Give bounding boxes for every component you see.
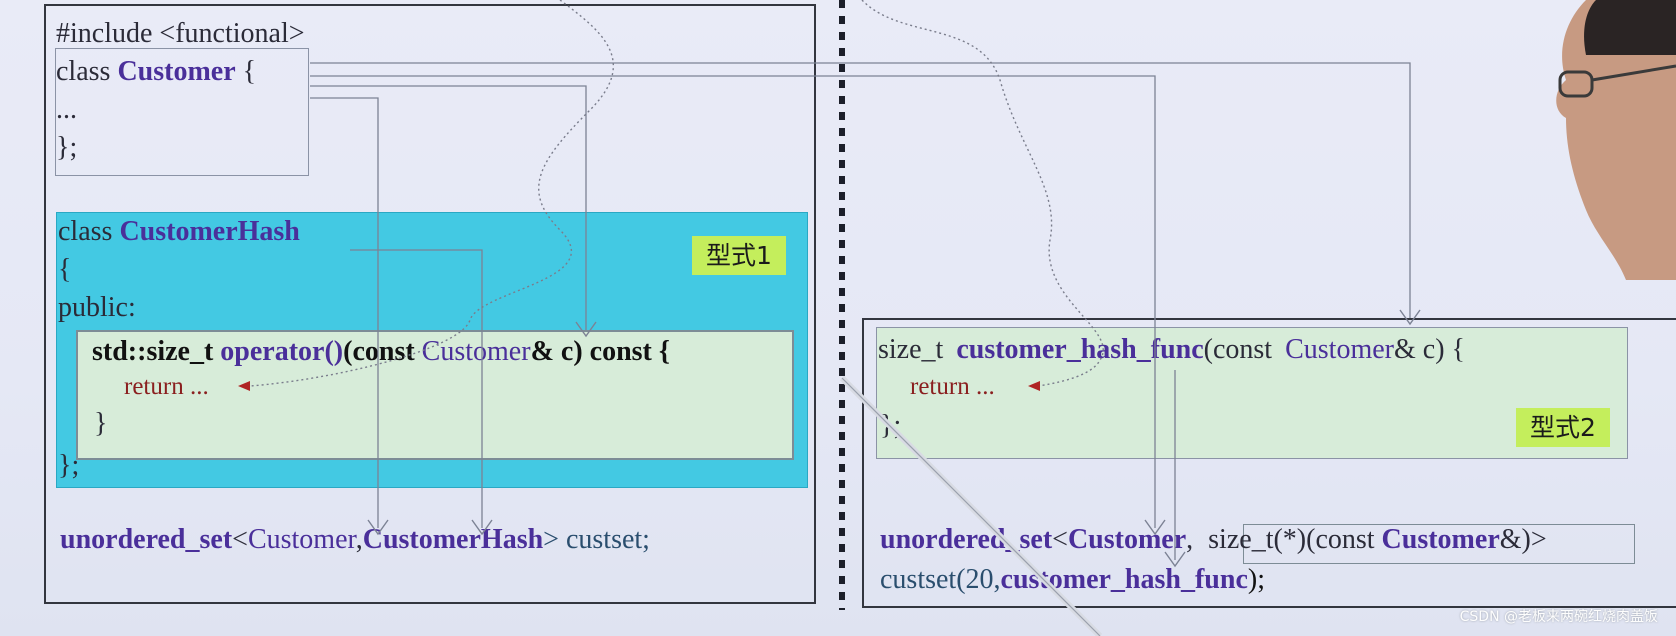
left-declaration: unordered_set<Customer,CustomerHash> cus… xyxy=(60,526,650,554)
customer-class-box xyxy=(55,48,309,176)
right-decl-fp-open: size_t(*)(const xyxy=(1208,524,1375,555)
hash-class-declaration: class CustomerHash xyxy=(58,218,300,246)
left-decl-comma: , xyxy=(355,524,363,555)
hash-class-name: CustomerHash xyxy=(119,216,300,247)
lecturer-silhouette xyxy=(1556,0,1676,280)
operator-close: } xyxy=(94,408,108,439)
hash-class-keyword: class xyxy=(58,216,113,247)
operator-param-type: Customer xyxy=(421,336,531,367)
left-decl-hash: CustomerHash xyxy=(362,524,544,555)
right-decl-fp-close: &)> xyxy=(1499,524,1547,555)
right-panel xyxy=(862,318,1676,608)
operator-return-type: std::size_t xyxy=(92,336,214,367)
class-open-brace: { xyxy=(242,56,257,87)
left-decl-lt: < xyxy=(232,524,248,555)
left-decl-container: unordered_set xyxy=(60,524,233,555)
function-signature: size_t customer_hash_func(const Customer… xyxy=(878,336,1465,364)
function-params-rest: & c) { xyxy=(1393,334,1465,365)
class-body: ... xyxy=(56,94,77,125)
connector-customer-to-right-decl xyxy=(310,75,1156,528)
glasses-arm xyxy=(1591,64,1676,82)
class-keyword: class xyxy=(56,56,111,87)
function-return-type: size_t xyxy=(878,334,944,365)
hash-open-brace: { xyxy=(58,254,72,285)
operator-signature: std::size_t operator()(const Customer& c… xyxy=(92,338,670,366)
dotted-curve-right xyxy=(861,0,1104,387)
operator-return: return ... xyxy=(124,373,209,400)
class-declaration: class Customer { xyxy=(56,58,256,86)
arrowhead-left-decl-hash xyxy=(471,519,493,536)
function-params-open: (const xyxy=(1203,334,1273,365)
operator-params-rest: & c) const { xyxy=(530,336,670,367)
dashed-divider xyxy=(839,0,845,610)
arrowhead-ctor xyxy=(1164,551,1186,568)
function-name: customer_hash_func xyxy=(956,334,1204,365)
arrowhead-right-return xyxy=(1028,381,1040,391)
ctor-open: custset(20, xyxy=(880,564,1001,595)
connector-customer-to-operator xyxy=(310,85,587,330)
tag-style-2: 型式2 xyxy=(1516,408,1610,447)
arrowhead-function-param xyxy=(1399,309,1421,326)
right-decl-type: Customer xyxy=(1067,524,1187,555)
function-return: return ... xyxy=(910,373,995,400)
hash-class-close: }; xyxy=(58,450,80,481)
arrowhead-left-decl-type xyxy=(367,519,389,536)
right-decl-fp-type: Customer xyxy=(1381,524,1500,555)
left-decl-type: Customer xyxy=(247,524,356,555)
hash-function-box xyxy=(876,327,1628,459)
connector-customer-to-left-decl xyxy=(310,97,379,528)
function-param-type: Customer xyxy=(1285,334,1394,365)
connector-customer-to-function xyxy=(310,62,1411,318)
arrowhead-operator-param xyxy=(575,321,597,338)
ctor-close: ); xyxy=(1247,564,1265,595)
left-panel xyxy=(44,4,816,604)
left-decl-rest: > custset; xyxy=(543,524,650,555)
class-name: Customer xyxy=(117,56,236,87)
tag-style-1: 型式1 xyxy=(692,236,786,275)
function-pointer-type-box xyxy=(1243,524,1635,564)
operator-params-open: (const xyxy=(343,336,415,367)
watermark: CSDN @老板来两碗红烧肉盖饭 xyxy=(1459,609,1658,625)
right-declaration: unordered_set<Customer, size_t(*)(const … xyxy=(880,526,1547,554)
right-decl-comma: , xyxy=(1186,524,1194,555)
dotted-curve-left xyxy=(249,0,614,387)
arrowhead-left-return xyxy=(238,381,250,391)
operator-name: operator() xyxy=(220,336,344,367)
pointer-stick-edge xyxy=(841,377,1101,636)
public-label: public: xyxy=(58,292,136,323)
arrowhead-right-decl-type xyxy=(1144,519,1166,536)
include-line: #include <functional> xyxy=(56,18,305,49)
glasses-left-lens xyxy=(1558,70,1594,98)
right-decl-container: unordered_set xyxy=(880,524,1053,555)
connector-hash-to-left-decl xyxy=(350,249,483,528)
operator-box xyxy=(76,330,794,460)
right-decl-lt: < xyxy=(1052,524,1068,555)
class-close: }; xyxy=(56,132,78,163)
